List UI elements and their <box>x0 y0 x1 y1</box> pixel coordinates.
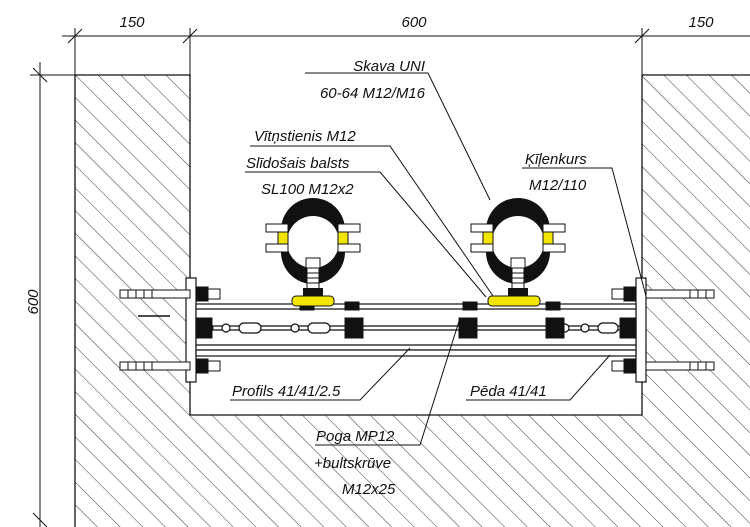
leader-lines <box>230 72 647 446</box>
label-bolt-line1: Poga MP12 <box>316 428 395 445</box>
profile-nuts <box>195 301 637 339</box>
dim-left-width: 150 <box>119 14 145 31</box>
label-slider-line2: SL100 M12x2 <box>261 181 354 198</box>
left-dimension <box>30 62 75 527</box>
strut-profile <box>195 303 637 357</box>
label-profile: Profils 41/41/2.5 <box>232 383 341 400</box>
wedge-anchor-right-bottom <box>611 358 715 374</box>
label-bolt-line2: +bultskrūve <box>314 455 391 472</box>
wedge-anchor-right-top <box>611 286 715 302</box>
label-threaded-rod: Vītņstienis M12 <box>254 128 356 145</box>
dim-height: 600 <box>25 289 42 315</box>
label-wedge-anchor-line2: M12/110 <box>529 177 587 194</box>
label-clamp-line2: 60-64 M12/M16 <box>320 85 426 102</box>
profile-slots <box>204 322 619 334</box>
label-foot: Pēda 41/41 <box>470 383 547 400</box>
dim-middle-width: 600 <box>401 14 427 31</box>
label-bolt-line3: M12x25 <box>342 481 396 498</box>
wedge-anchor-left-top <box>119 286 221 302</box>
label-slider-line1: Slīdošais balsts <box>246 155 350 172</box>
wall-hatch <box>75 75 750 527</box>
foot-plate-right <box>635 277 647 383</box>
label-clamp-line1: Skava UNI <box>353 58 425 75</box>
dim-right-width: 150 <box>688 14 714 31</box>
pipe-clamp-right <box>470 198 566 307</box>
pipe-clamp-left <box>265 198 361 307</box>
label-wedge-anchor-line1: Ķīļenkurs <box>525 151 587 168</box>
top-dimension <box>62 28 750 75</box>
wedge-anchor-left-bottom <box>119 358 221 374</box>
